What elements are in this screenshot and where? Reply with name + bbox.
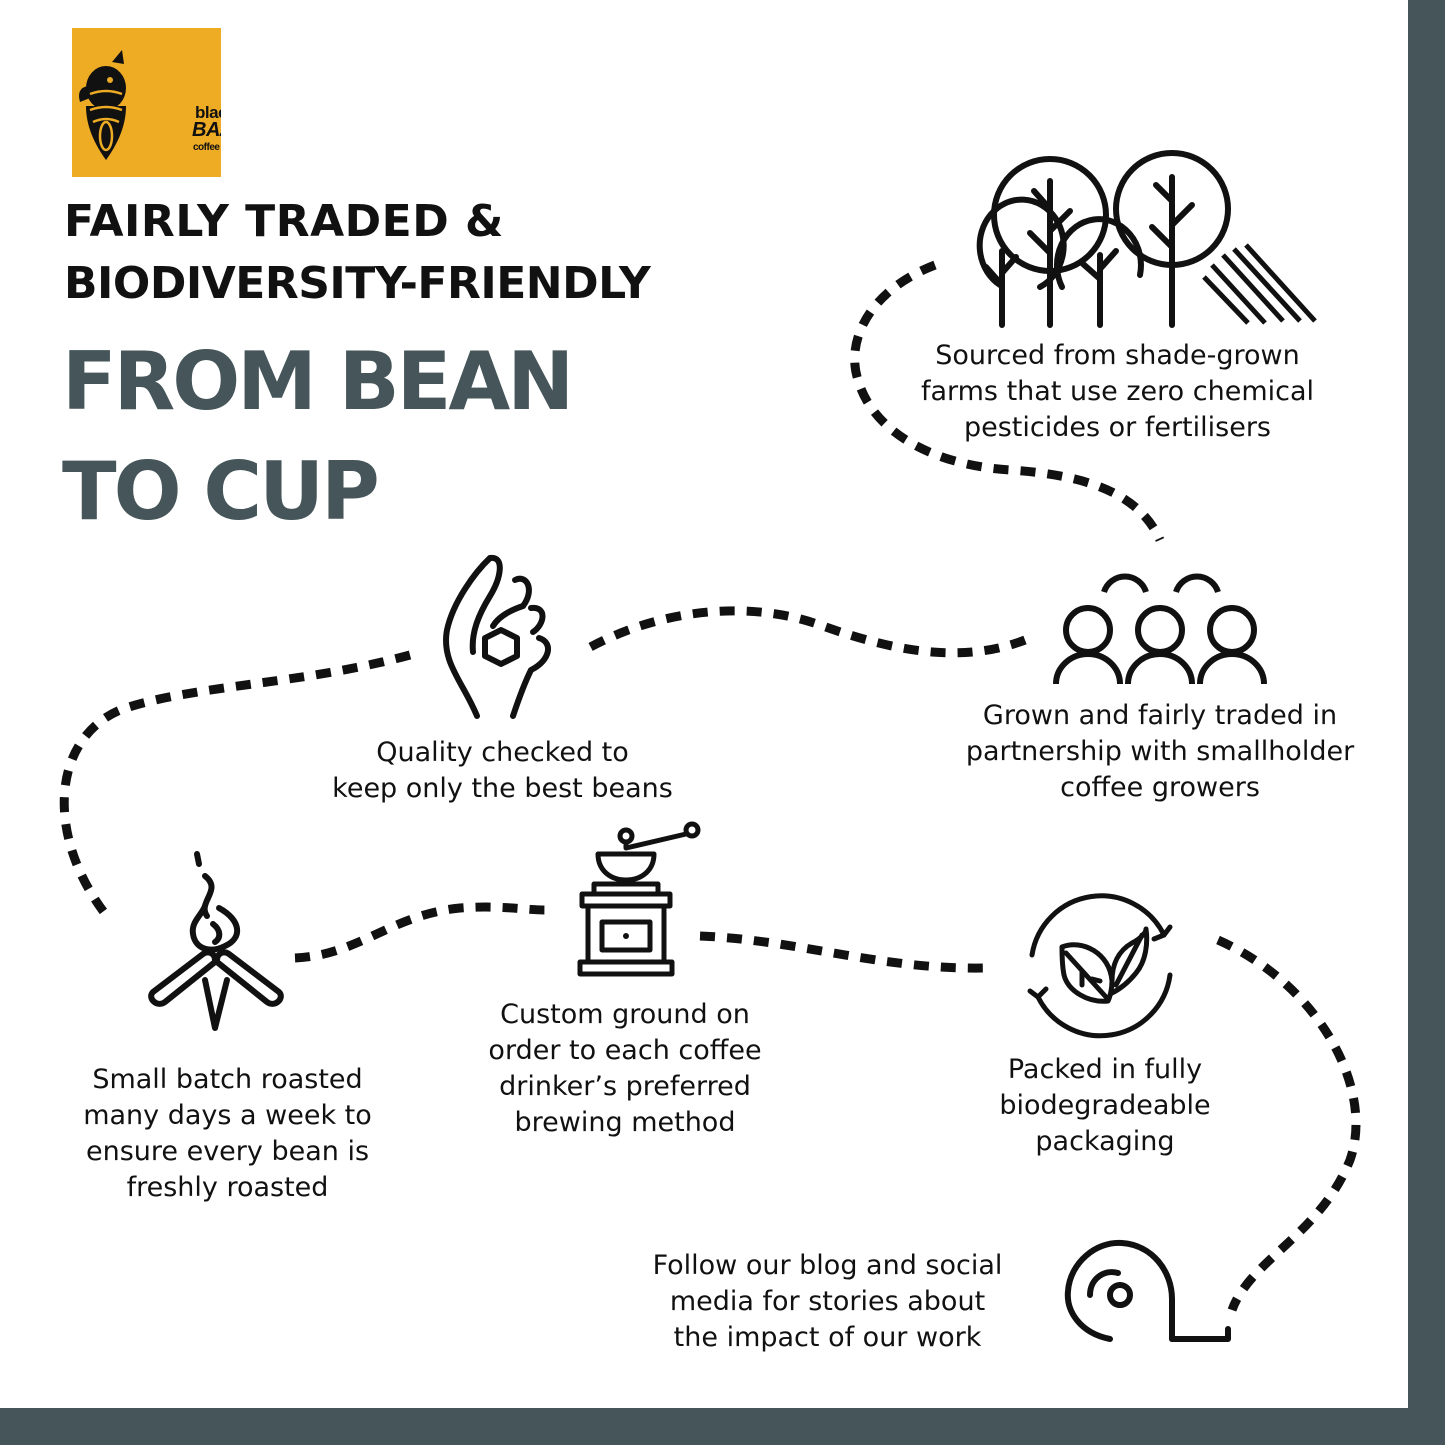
caption-line: Quality checked to [376, 737, 629, 768]
path-segment-packaging-to-social [1216, 935, 1361, 1312]
subtitle-line-2: BIODIVERSITY-FRIENDLY [64, 258, 651, 309]
frame-border-right [1408, 0, 1445, 1445]
caption-line: partnership with smallholder [965, 736, 1355, 767]
caption-line: many days a week to [83, 1100, 372, 1131]
caption-line: ensure every bean is [85, 1136, 370, 1167]
logo-word-baza: BAZA [192, 119, 221, 141]
step-caption-shade-grown: Sourced from shade-grown farms that use … [880, 338, 1355, 446]
caption-line: packaging [1035, 1126, 1175, 1157]
black-baza-logo: black BAZA coffee co. [72, 28, 221, 177]
shade-trees-icon [976, 150, 1317, 328]
caption-line: biodegradeable [999, 1090, 1211, 1121]
caption-line: Sourced from shade-grown [935, 340, 1300, 371]
step-caption-quality: Quality checked to keep only the best be… [290, 735, 715, 807]
logo-word-black: black [195, 103, 221, 122]
page-title-line-2: TO CUP [62, 445, 380, 538]
campfire-icon [148, 851, 284, 1031]
path-segment-grinder-to-packaging [699, 931, 986, 973]
path-segment-growers-to-quality [582, 606, 1027, 658]
caption-line: Packed in fully [1007, 1054, 1203, 1085]
caption-line: coffee growers [1060, 772, 1260, 803]
caption-line: Small batch roasted [92, 1064, 363, 1095]
caption-line: brewing method [514, 1107, 736, 1138]
step-caption-fair-trade: Grown and fairly traded in partnership w… [930, 698, 1390, 806]
ok-hand-icon [443, 555, 551, 719]
path-segment-trees-to-growers [850, 260, 1165, 542]
caption-line: drinker’s preferred [499, 1071, 751, 1102]
coffee-grinder-icon [577, 821, 701, 977]
caption-line: the impact of our work [673, 1322, 982, 1353]
caption-line: pesticides or fertilisers [963, 412, 1271, 443]
step-caption-follow-blog: Follow our blog and social media for sto… [615, 1248, 1040, 1356]
step-caption-roasted: Small batch roasted many days a week to … [30, 1062, 425, 1206]
frame-border-bottom [0, 1408, 1445, 1445]
caption-line: order to each coffee [488, 1035, 762, 1066]
step-caption-packaging: Packed in fully biodegradeable packaging [950, 1052, 1260, 1160]
caption-line: Follow our blog and social [652, 1250, 1003, 1281]
step-caption-custom-ground: Custom ground on order to each coffee dr… [425, 997, 825, 1141]
caption-line: Grown and fairly traded in [982, 700, 1338, 731]
community-icon [1053, 573, 1267, 685]
caption-line: freshly roasted [126, 1172, 329, 1203]
path-segment-roast-to-grinder [294, 902, 546, 963]
dotted-journey-path [59, 260, 1361, 1312]
snail-icon [1064, 1239, 1231, 1342]
bird-emblem-icon [79, 50, 126, 160]
caption-line: Custom ground on [500, 999, 750, 1030]
caption-line: farms that use zero chemical [920, 376, 1315, 407]
page-title-line-1: FROM BEAN [62, 335, 574, 428]
compost-leaf-icon [1027, 893, 1173, 1039]
caption-line: media for stories about [669, 1286, 986, 1317]
subtitle-line-1: FAIRLY TRADED & [64, 196, 504, 247]
logo-word-coffee-co: coffee co. [193, 142, 221, 153]
caption-line: keep only the best beans [332, 773, 673, 804]
